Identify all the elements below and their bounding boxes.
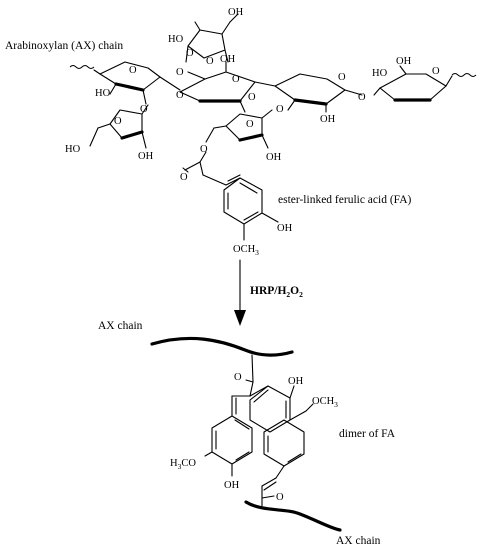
oh-label: OH [288,376,304,387]
dimer-label: dimer of FA [339,428,396,440]
o-label: O [276,104,284,115]
ho-label: HO [168,34,184,45]
arrow-head [234,310,246,326]
o-label: O [232,74,240,85]
ho-label: HO [95,88,111,99]
oh-label: OH [228,7,244,18]
arabinose-ring-left [109,109,143,139]
h3co-label: H3CO [170,458,196,471]
arabinoxylan-structure [69,13,477,241]
oh-label: OH [320,114,336,125]
oh-label: OH [266,152,282,163]
xylose-ring-4 [379,73,447,101]
oh-label: OH [138,151,154,162]
oh-label: OH [220,54,236,65]
atom-labels-top: OH HO O O O OH O O O O HO O O O HO OH O … [65,7,440,257]
o-label: O [140,104,148,115]
dimer-benzene-left [211,415,253,465]
o-label: O [114,116,122,127]
o-label: O [176,90,184,101]
ax-chain-bottom-label: AX chain [336,535,381,547]
ax-chain-top-label: AX chain [98,320,143,332]
atom-labels-bottom: O OH OCH3 H3CO OH O [170,372,338,503]
o-label: O [358,92,366,103]
dimer-structure [150,336,342,532]
o-label: O [234,372,242,383]
o-label: O [276,492,284,503]
oh-label: OH [396,56,412,67]
o-label: O [248,92,256,103]
o-label: O [129,65,137,76]
left-wavy-end [69,65,95,69]
o-label: O [176,67,184,78]
och3-label: OCH3 [312,396,338,409]
arabinose-ring-top [187,29,226,59]
ax-chain-top-curve [150,336,294,357]
arabinoxylan-chain-label: Arabinoxylan (AX) chain [5,40,123,52]
oh-label: OH [277,223,293,234]
arabinose-ring-ester [225,113,263,141]
o-label: O [246,119,254,130]
ho-label: HO [65,144,81,155]
oh-label: OH [224,480,240,491]
o-label: O [200,144,208,155]
o-label: O [338,72,346,83]
ferulic-acid-label: ester-linked ferulic acid (FA) [278,194,412,206]
ax-chain-bottom-curve [244,500,342,532]
o-label: O [432,66,440,77]
reagent-label: HRP/H2O2 [250,285,303,299]
o-label: O [180,172,188,183]
xylose-ring-3 [274,73,346,105]
o-label: O [186,48,194,59]
dimer-benzene-lower-right [263,419,305,467]
right-wavy-end [451,73,477,77]
ho-label: HO [372,68,388,79]
xylose-ring-2 [179,71,256,102]
och3-label: OCH3 [233,244,259,257]
reaction-arrow [234,259,246,326]
o-label: O [206,56,214,67]
